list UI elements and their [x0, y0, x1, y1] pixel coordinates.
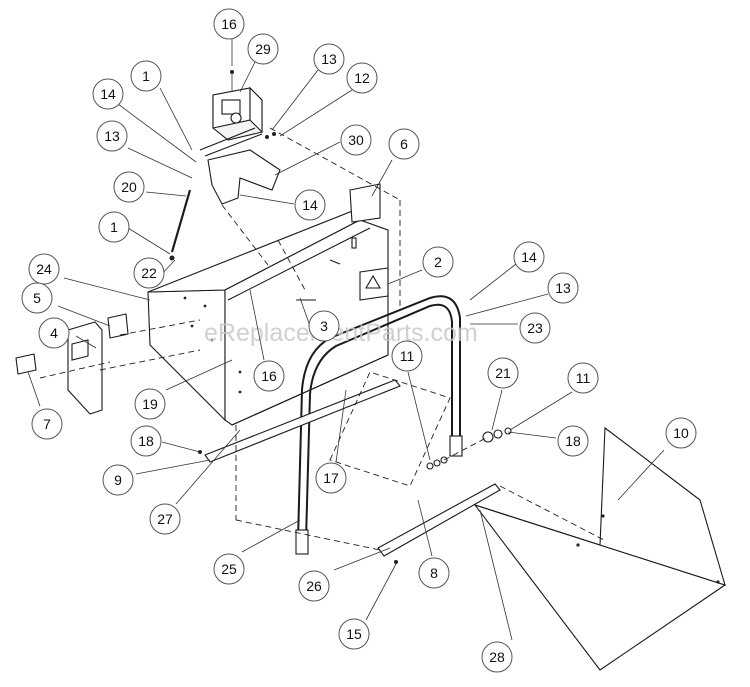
callout-19: 19 — [134, 388, 166, 420]
svg-text:3: 3 — [320, 318, 328, 334]
svg-text:1: 1 — [110, 219, 118, 235]
decal-small-lower — [15, 353, 37, 375]
callout-5: 5 — [21, 282, 53, 314]
callout-20: 20 — [113, 171, 145, 203]
svg-text:21: 21 — [495, 365, 511, 381]
svg-text:13: 13 — [321, 51, 337, 67]
callout-17: 17 — [315, 462, 347, 494]
svg-text:18: 18 — [565, 433, 581, 449]
watermark: eReplacementParts.com — [204, 319, 478, 347]
callout-16-b: 16 — [253, 360, 285, 392]
svg-text:20: 20 — [121, 179, 137, 195]
callout-29: 29 — [247, 33, 279, 65]
svg-text:5: 5 — [33, 290, 41, 306]
callout-14-b: 14 — [294, 189, 326, 221]
svg-text:9: 9 — [114, 472, 122, 488]
svg-text:2: 2 — [434, 254, 442, 270]
svg-text:11: 11 — [400, 348, 415, 364]
svg-text:18: 18 — [138, 433, 154, 449]
svg-text:17: 17 — [323, 470, 339, 486]
callout-30: 30 — [340, 124, 372, 156]
callout-13-b: 13 — [96, 120, 128, 152]
svg-text:14: 14 — [302, 197, 318, 213]
callout-leaders — [27, 37, 665, 641]
callout-28: 28 — [481, 641, 513, 673]
callout-23: 23 — [519, 312, 551, 344]
svg-text:6: 6 — [400, 136, 408, 152]
callout-16-top: 16 — [213, 8, 245, 40]
svg-text:23: 23 — [527, 320, 543, 336]
svg-text:12: 12 — [354, 70, 370, 86]
svg-text:22: 22 — [141, 265, 157, 281]
callout-7: 7 — [31, 408, 63, 440]
side-cover-panel — [67, 321, 103, 415]
decal-small-upper — [107, 313, 129, 339]
svg-text:14: 14 — [521, 249, 537, 265]
mounting-plate — [207, 149, 281, 205]
cover-window — [71, 339, 89, 361]
callout-22: 22 — [133, 257, 165, 289]
callout-14-a: 14 — [92, 78, 124, 110]
callout-14-c: 14 — [513, 241, 545, 273]
svg-text:13: 13 — [104, 128, 120, 144]
svg-text:27: 27 — [157, 511, 173, 527]
callout-11-b: 11 — [567, 362, 599, 394]
callout-13-a: 13 — [313, 43, 345, 75]
callout-11-a: 11 — [391, 340, 423, 372]
alignment-lines — [39, 127, 605, 551]
callouts: 16 29 13 12 1 14 13 30 6 20 14 1 22 2 24… — [21, 8, 697, 673]
callout-9: 9 — [102, 464, 134, 496]
svg-text:16: 16 — [221, 16, 237, 32]
callout-21: 21 — [487, 357, 519, 389]
callout-12: 12 — [346, 62, 378, 94]
handle-bar-inner — [305, 303, 453, 541]
callout-27: 27 — [149, 503, 181, 535]
callout-10: 10 — [665, 417, 697, 449]
svg-text:4: 4 — [50, 325, 58, 341]
collection-tray — [473, 426, 727, 671]
callout-18-a: 18 — [130, 425, 162, 457]
svg-text:15: 15 — [346, 626, 362, 642]
svg-text:16: 16 — [261, 368, 277, 384]
callout-3: 3 — [308, 310, 340, 342]
svg-text:10: 10 — [673, 425, 689, 441]
callout-24: 24 — [28, 253, 60, 285]
svg-text:26: 26 — [306, 578, 322, 594]
callout-26: 26 — [298, 570, 330, 602]
decal-plate — [349, 183, 381, 223]
svg-text:13: 13 — [555, 280, 571, 296]
svg-text:7: 7 — [43, 416, 51, 432]
callout-2: 2 — [422, 246, 454, 278]
motor-bracket-assembly — [199, 70, 276, 157]
callout-13-c: 13 — [547, 272, 579, 304]
svg-text:8: 8 — [430, 565, 438, 581]
spring-rod — [170, 189, 192, 253]
svg-text:30: 30 — [348, 132, 364, 148]
svg-text:25: 25 — [221, 561, 237, 577]
callout-6: 6 — [388, 128, 420, 160]
callout-25: 25 — [213, 553, 245, 585]
svg-text:11: 11 — [576, 370, 591, 386]
hopper-box — [147, 209, 389, 426]
rear-rail — [204, 379, 401, 463]
callout-4: 4 — [38, 317, 70, 349]
callout-15: 15 — [338, 618, 370, 650]
hardware-cluster — [198, 427, 512, 470]
svg-text:24: 24 — [36, 261, 52, 277]
svg-text:28: 28 — [489, 649, 505, 665]
front-rail — [377, 483, 501, 557]
callout-8: 8 — [418, 557, 450, 589]
callout-1-a: 1 — [130, 60, 162, 92]
svg-text:29: 29 — [255, 41, 271, 57]
parts-drawing — [15, 70, 727, 671]
svg-text:1: 1 — [142, 68, 150, 84]
callout-18-b: 18 — [557, 425, 589, 457]
svg-text:14: 14 — [100, 86, 116, 102]
callout-1-b: 1 — [98, 211, 130, 243]
svg-text:19: 19 — [142, 396, 158, 412]
